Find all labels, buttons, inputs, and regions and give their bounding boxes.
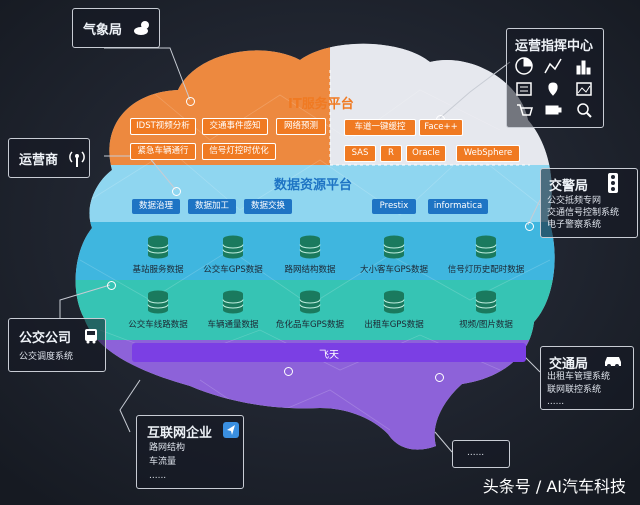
database-icon: [222, 290, 244, 314]
database-label: 基站服务数据: [132, 265, 184, 275]
connector-dot: [172, 187, 181, 196]
connector-dot: [186, 97, 195, 106]
database-label: 危化品车GPS数据: [275, 320, 345, 330]
transport-line3: ......: [547, 397, 565, 407]
line-chart-icon: [544, 58, 562, 74]
connector-dot: [284, 367, 293, 376]
it-tag: Oracle: [406, 145, 446, 162]
traffic-police-title: 交警局: [549, 179, 589, 194]
ops-center-title: 运营指挥中心: [515, 39, 594, 54]
it-tag: R: [380, 145, 402, 162]
search-icon: [577, 103, 592, 118]
database-label: 公交车GPS数据: [203, 265, 263, 275]
operator-box: 运营商: [8, 138, 90, 178]
data-tag: informatica: [428, 199, 488, 214]
bus-company-title: 公交公司: [19, 331, 72, 346]
watermark: 头条号 / AI汽车科技: [482, 477, 626, 496]
bus-company-box: 公交公司 公交调度系统: [8, 318, 106, 372]
weather-bureau-label: 气象局: [83, 23, 123, 38]
database-icon: [383, 235, 405, 259]
camera-icon: [545, 105, 562, 115]
ops-center-icon-grid: [515, 57, 592, 118]
document-ea-icon: [516, 82, 532, 96]
police-line2: 交通信号控制系统: [547, 208, 620, 218]
it-tag: 信号灯控时优化: [202, 143, 276, 160]
data-platform-title: 数据资源平台: [274, 178, 353, 193]
it-tag: 网络预测: [276, 118, 326, 135]
data-tag: 数据交换: [244, 199, 292, 214]
database-label: 信号灯历史配时数据: [447, 265, 525, 275]
it-platform-title: IT服务平台: [288, 97, 354, 112]
bus-icon: [85, 329, 97, 344]
weather-bureau-box: 气象局: [72, 8, 160, 48]
it-tag: 交通事件感知: [202, 118, 268, 135]
database-label: 公交车线路数据: [128, 320, 188, 330]
database-icon: [475, 290, 497, 314]
transport-line2: 联网联控系统: [547, 385, 602, 395]
internet-line1: 路网结构: [149, 443, 186, 453]
location-pin-icon: [548, 82, 558, 96]
database-icon: [147, 290, 169, 314]
database-label: 出租车GPS数据: [364, 320, 424, 330]
it-tag: 紧急车辆通行: [130, 143, 196, 160]
database-label: 路网结构数据: [284, 265, 336, 275]
transport-bureau-box: 交通局 出租车管理系统 联网联控系统 ......: [540, 346, 634, 410]
traffic-light-icon: [608, 173, 618, 193]
more-box: ......: [452, 440, 510, 468]
internet-enterprise-box: 互联网企业 路网结构 车流量 ......: [136, 415, 244, 489]
database-icon: [475, 235, 497, 259]
database-label: 大小客车GPS数据: [359, 265, 429, 275]
operator-label: 运营商: [19, 153, 59, 168]
cart-icon: [517, 104, 533, 116]
data-tag: 数据加工: [188, 199, 236, 214]
transport-bureau-title: 交通局: [549, 357, 589, 372]
police-line1: 公交抵频专网: [547, 196, 602, 206]
it-tag: Face++: [419, 119, 463, 136]
cloud-sun-icon: [134, 21, 149, 35]
antenna-icon: [69, 151, 85, 167]
it-tag: WebSphere: [456, 145, 520, 162]
connector-dot: [525, 222, 534, 231]
more-label: ......: [467, 448, 485, 458]
police-line3: 电子警察系统: [547, 220, 602, 230]
database-icon: [299, 290, 321, 314]
internet-line3: ......: [149, 471, 167, 481]
internet-line2: 车流量: [149, 457, 177, 467]
database-icon: [222, 235, 244, 259]
transport-line1: 出租车管理系统: [547, 372, 611, 382]
ops-center-box: 运营指挥中心: [506, 28, 604, 128]
feitian-label: 飞天: [319, 350, 339, 361]
pie-chart-icon: [515, 57, 533, 75]
traffic-police-box: 交警局 公交抵频专网 交通信号控制系统 电子警察系统: [540, 168, 638, 238]
database-icon: [147, 235, 169, 259]
data-tag: 数据治理: [132, 199, 180, 214]
database-label: 车辆通量数据: [207, 320, 259, 330]
database-icon: [383, 290, 405, 314]
it-tag: IDST视频分析: [130, 118, 196, 135]
it-tag: 车道一键缓控: [344, 119, 416, 136]
feitian-bar: 飞天: [132, 343, 526, 362]
connector-dot: [435, 373, 444, 382]
bar-chart-icon: [576, 60, 591, 75]
internet-enterprise-title: 互联网企业: [147, 426, 213, 441]
image-icon: [576, 82, 592, 96]
bus-company-line1: 公交调度系统: [19, 352, 74, 362]
it-tag: SAS: [344, 145, 376, 162]
map-navigation-icon: [223, 422, 239, 438]
data-tag: Prestix: [372, 199, 416, 214]
database-icon: [299, 235, 321, 259]
database-label: 视频/图片数据: [459, 320, 513, 330]
connector-dot: [107, 281, 116, 290]
car-icon: [605, 357, 621, 368]
